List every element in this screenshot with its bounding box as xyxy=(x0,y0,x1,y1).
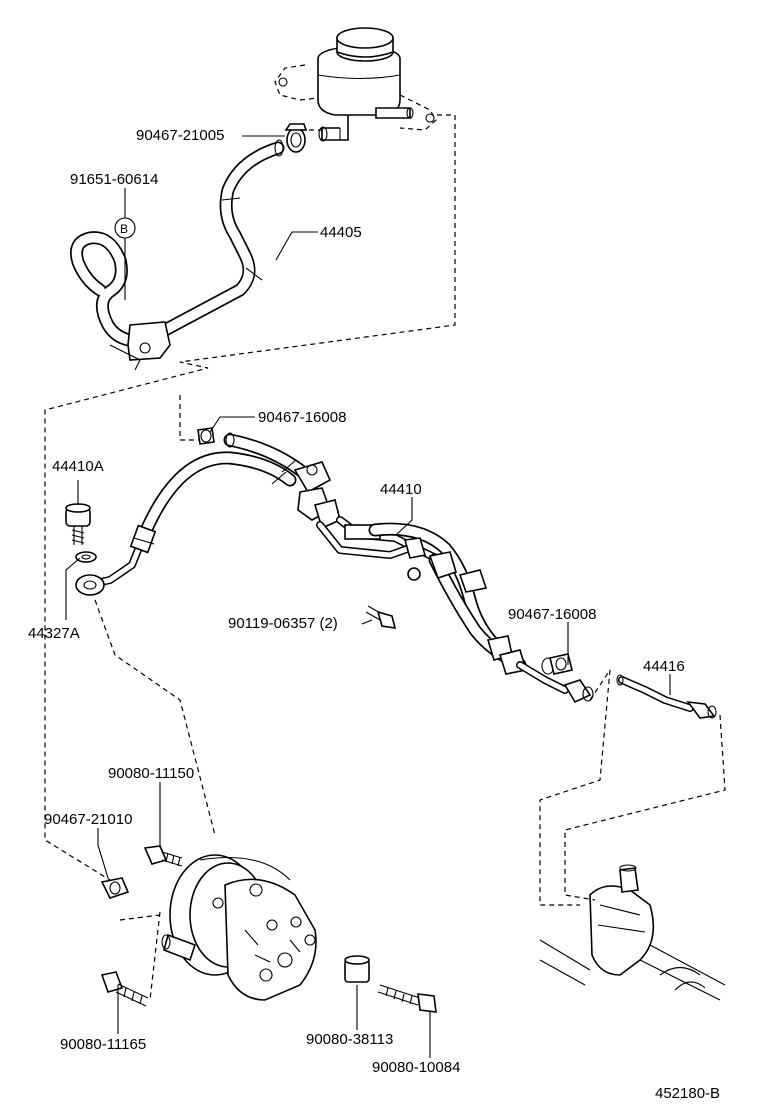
label-b-marker: B xyxy=(120,222,128,236)
label-90467-16008-right: 90467-16008 xyxy=(508,606,596,623)
label-44405: 44405 xyxy=(320,224,362,241)
label-44327A: 44327A xyxy=(28,625,80,642)
bolt-90119-06357 xyxy=(365,605,397,629)
hose-44410 xyxy=(75,427,594,704)
clamp-90467-16008-right xyxy=(549,653,573,675)
reservoir-tank xyxy=(274,27,437,142)
label-90467-16008-top: 90467-16008 xyxy=(258,409,346,426)
label-44410A: 44410A xyxy=(52,458,104,475)
clamp-90467-21005 xyxy=(284,123,308,153)
gasket-44327A xyxy=(75,551,97,563)
bolt-90080-11165 xyxy=(100,971,149,1007)
label-90467-21005: 90467-21005 xyxy=(136,127,224,144)
label-91651-60614: 91651-60614 xyxy=(70,171,158,188)
leader-lines xyxy=(65,135,671,1058)
bolt-90080-10084 xyxy=(377,984,437,1013)
pipe-91651-60614 xyxy=(70,231,171,371)
label-90080-11165: 90080-11165 xyxy=(60,1036,146,1053)
label-90119-06357: 90119-06357 (2) xyxy=(228,615,338,632)
label-90080-11150: 90080-11150 xyxy=(108,765,194,782)
steering-gear xyxy=(539,864,726,1001)
clamp-90467-21010 xyxy=(100,877,130,899)
label-90467-21010: 90467-21010 xyxy=(44,811,132,828)
figure-code: 452180-B xyxy=(655,1085,720,1102)
label-90080-10084: 90080-10084 xyxy=(372,1059,460,1076)
pipe-44416 xyxy=(616,674,717,719)
label-44410: 44410 xyxy=(380,481,422,498)
label-44416: 44416 xyxy=(643,658,685,675)
stud-90080-38113 xyxy=(344,955,370,983)
union-bolt-44410A xyxy=(65,503,91,545)
power-steering-pump xyxy=(161,854,317,1001)
bolt-90080-11150 xyxy=(143,845,183,867)
hose-44405 xyxy=(143,139,285,347)
label-90080-38113: 90080-38113 xyxy=(306,1031,393,1048)
dashed-guides xyxy=(44,114,726,1001)
